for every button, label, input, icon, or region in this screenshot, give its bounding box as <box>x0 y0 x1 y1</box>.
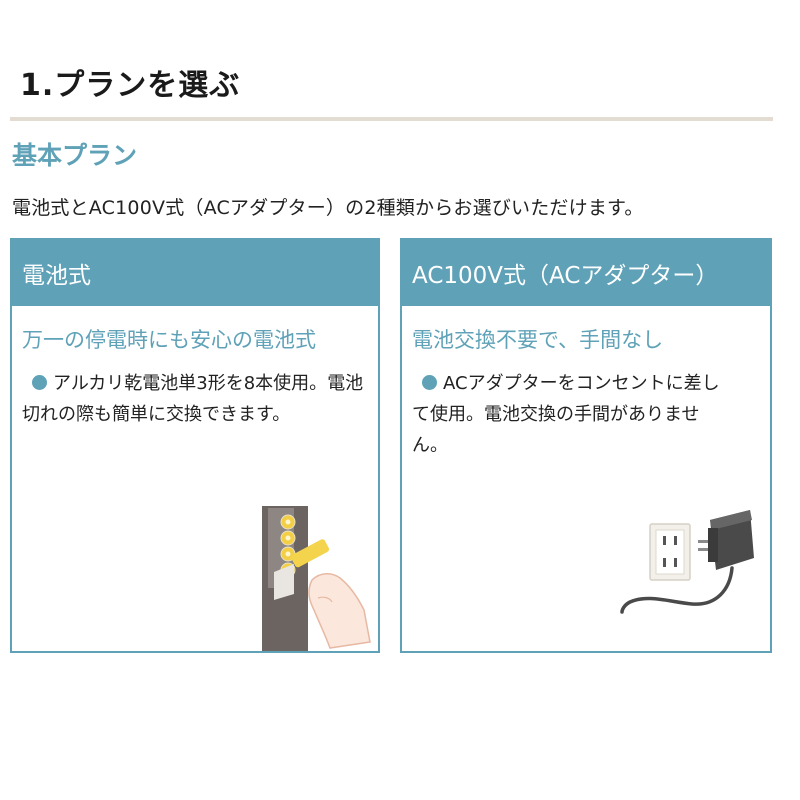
ac-plan-title: AC100V式（ACアダプター） <box>402 240 770 306</box>
ac-plan-card: AC100V式（ACアダプター） 電池交換不要で、手間なし ACアダプターをコン… <box>400 238 772 653</box>
ac-plan-description: ACアダプターをコンセントに差して使用。電池交換の手間がありません。 <box>412 368 732 461</box>
outlet-icon <box>649 523 691 581</box>
bullet-icon <box>32 375 47 390</box>
battery-plan-description: アルカリ乾電池単3形を8本使用。電池切れの際も簡単に交換できます。 <box>22 368 367 430</box>
battery-illustration <box>262 506 371 651</box>
ac-adapter-illustration <box>620 510 754 614</box>
battery-plan-card: 電池式 万一の停電時にも安心の電池式 アルカリ乾電池単3形を8本使用。電池切れの… <box>10 238 380 653</box>
battery-plan-desc-rest: 電池切れの際も簡単に交換できます。 <box>22 373 364 425</box>
bullet-icon <box>422 375 437 390</box>
ac-adapter-icon <box>708 510 754 570</box>
ac-plan-subtitle: 電池交換不要で、手間なし <box>412 328 664 352</box>
battery-plan-subtitle: 万一の停電時にも安心の電池式 <box>22 328 316 352</box>
plan-heading: 基本プラン <box>12 141 138 170</box>
battery-plan-title: 電池式 <box>12 240 378 306</box>
hand-icon <box>308 573 371 649</box>
cable <box>620 566 734 614</box>
step-title: 1.プランを選ぶ <box>20 68 241 103</box>
plan-intro: 電池式とAC100V式（ACアダプター）の2種類からお選びいただけます。 <box>12 197 644 219</box>
ac-plan-desc-rest: 差して使用。電池交換の手間がありません。 <box>412 373 720 456</box>
section-divider <box>10 117 773 121</box>
battery-plan-desc-lead: アルカリ乾電池単3形を8本使用。 <box>53 373 328 394</box>
ac-plan-desc-lead: ACアダプターをコンセントに <box>443 373 684 394</box>
